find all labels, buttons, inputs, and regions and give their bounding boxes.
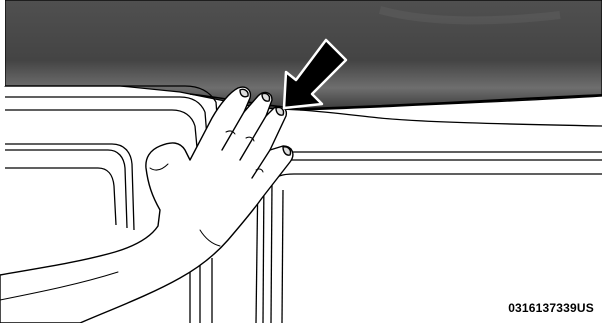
part-code-label: 0316137339US [508,302,594,314]
